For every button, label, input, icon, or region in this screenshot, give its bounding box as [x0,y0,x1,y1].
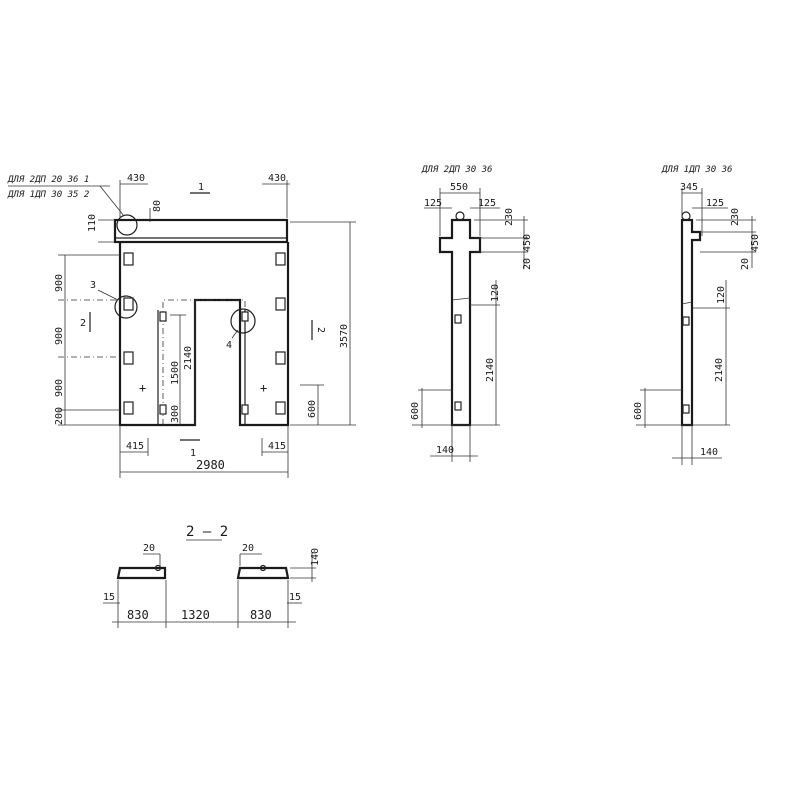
embedded-plate [159,311,167,322]
dim-550: 550 [450,182,468,193]
side-view-1dp: ДЛЯ 1ДП 30 36 345 125 230 450 20 120 214… [633,165,761,465]
dim-345: 345 [680,182,698,193]
embedded-plate [682,316,690,326]
dim-200: 200 [54,407,65,425]
dim-2140: 2140 [485,358,496,382]
dim-top-right-430: 430 [268,173,286,184]
dim-120-1dp: 120 [716,286,727,304]
dim-140-1dp: 140 [700,447,718,458]
section-2-2: 2 — 2 20 20 140 15 15 830 1320 830 [103,524,321,628]
dim-120: 120 [490,284,501,302]
dim-230-1dp: 230 [730,208,741,226]
dim-bottom-415-left: 415 [126,441,144,452]
center-mark: + [260,381,267,395]
dim-15-right: 15 [289,592,301,603]
dim-230: 230 [504,208,515,226]
dim-830-left: 830 [127,608,149,622]
embedded-plate [275,351,286,365]
front-view: + + ДЛЯ 2ДП 20 36 1 ДЛЯ 1ДП 30 35 2 3 4 … [7,173,356,478]
profile-2dp [438,218,482,427]
dim-80: 80 [152,200,163,212]
section-2-2-title: 2 — 2 [186,524,228,540]
dim-830-right: 830 [250,608,272,622]
dim-20: 20 [522,258,533,270]
embedded-plate [123,351,134,365]
embedded-plate [682,404,690,414]
dim-15-left: 15 [103,592,115,603]
side-view-2dp-title: ДЛЯ 2ДП 30 36 [421,165,492,175]
embedded-plate [123,401,134,415]
section-slab-left [116,566,167,580]
node-3-label: 3 [90,280,96,291]
dim-overall-height: 3570 [339,324,350,348]
section-mark-2-right: 2 [315,327,326,333]
dim-2140-inner: 2140 [183,346,194,370]
dim-600-front: 600 [307,400,318,418]
dim-110: 110 [87,214,98,232]
dim-20-right: 20 [242,543,254,554]
dim-600: 600 [410,402,421,420]
detail-circle-4 [230,308,256,334]
dim-450-1dp: 450 [750,234,761,252]
embedded-plate [454,314,462,324]
embedded-plate [241,404,249,415]
dim-900-c: 900 [54,379,65,397]
section-mark-2-left: 2 [80,318,86,329]
dim-top-left-430: 430 [127,173,145,184]
dim-125: 125 [706,198,724,209]
dim-1500: 1500 [170,361,181,385]
dim-overall-width: 2980 [196,458,225,472]
dim-2140-1dp: 2140 [714,358,725,382]
dim-20-1dp: 20 [740,258,751,270]
embedded-plate [454,401,462,411]
dim-125-right: 125 [478,198,496,209]
section-slab-right [236,566,290,580]
section-mark-1-bottom: 1 [190,448,196,459]
embedded-plate [275,401,286,415]
dim-900-b: 900 [54,327,65,345]
embedded-plate [241,311,249,322]
dim-450: 450 [522,234,533,252]
embedded-plate [123,252,134,266]
dim-125-left: 125 [424,198,442,209]
side-view-1dp-title: ДЛЯ 1ДП 30 36 [661,165,732,175]
dim-1320: 1320 [181,608,210,622]
callout-1dp: ДЛЯ 1ДП 30 35 2 [7,190,89,200]
side-view-2dp: ДЛЯ 2ДП 30 36 550 125 125 230 450 20 120… [410,165,533,462]
dim-bottom-415-right: 415 [268,441,286,452]
embedded-plate [123,297,134,311]
dim-140-section: 140 [310,548,321,566]
embedded-plate [275,297,286,311]
section-mark-1-top: 1 [198,182,204,193]
callout-2dp: ДЛЯ 2ДП 20 36 1 [7,175,89,185]
detail-circle-1 [116,214,138,236]
embedded-plate [159,404,167,415]
node-4-label: 4 [226,340,232,351]
detail-circle-3 [114,295,138,319]
dim-600-1dp: 600 [633,402,644,420]
embedded-plate [275,252,286,266]
center-mark: + [139,381,146,395]
frame-outline [118,242,290,427]
top-beam [113,218,289,244]
dim-20-left: 20 [143,543,155,554]
dim-300: 300 [170,405,181,423]
dim-900-a: 900 [54,274,65,292]
dim-140: 140 [436,445,454,456]
